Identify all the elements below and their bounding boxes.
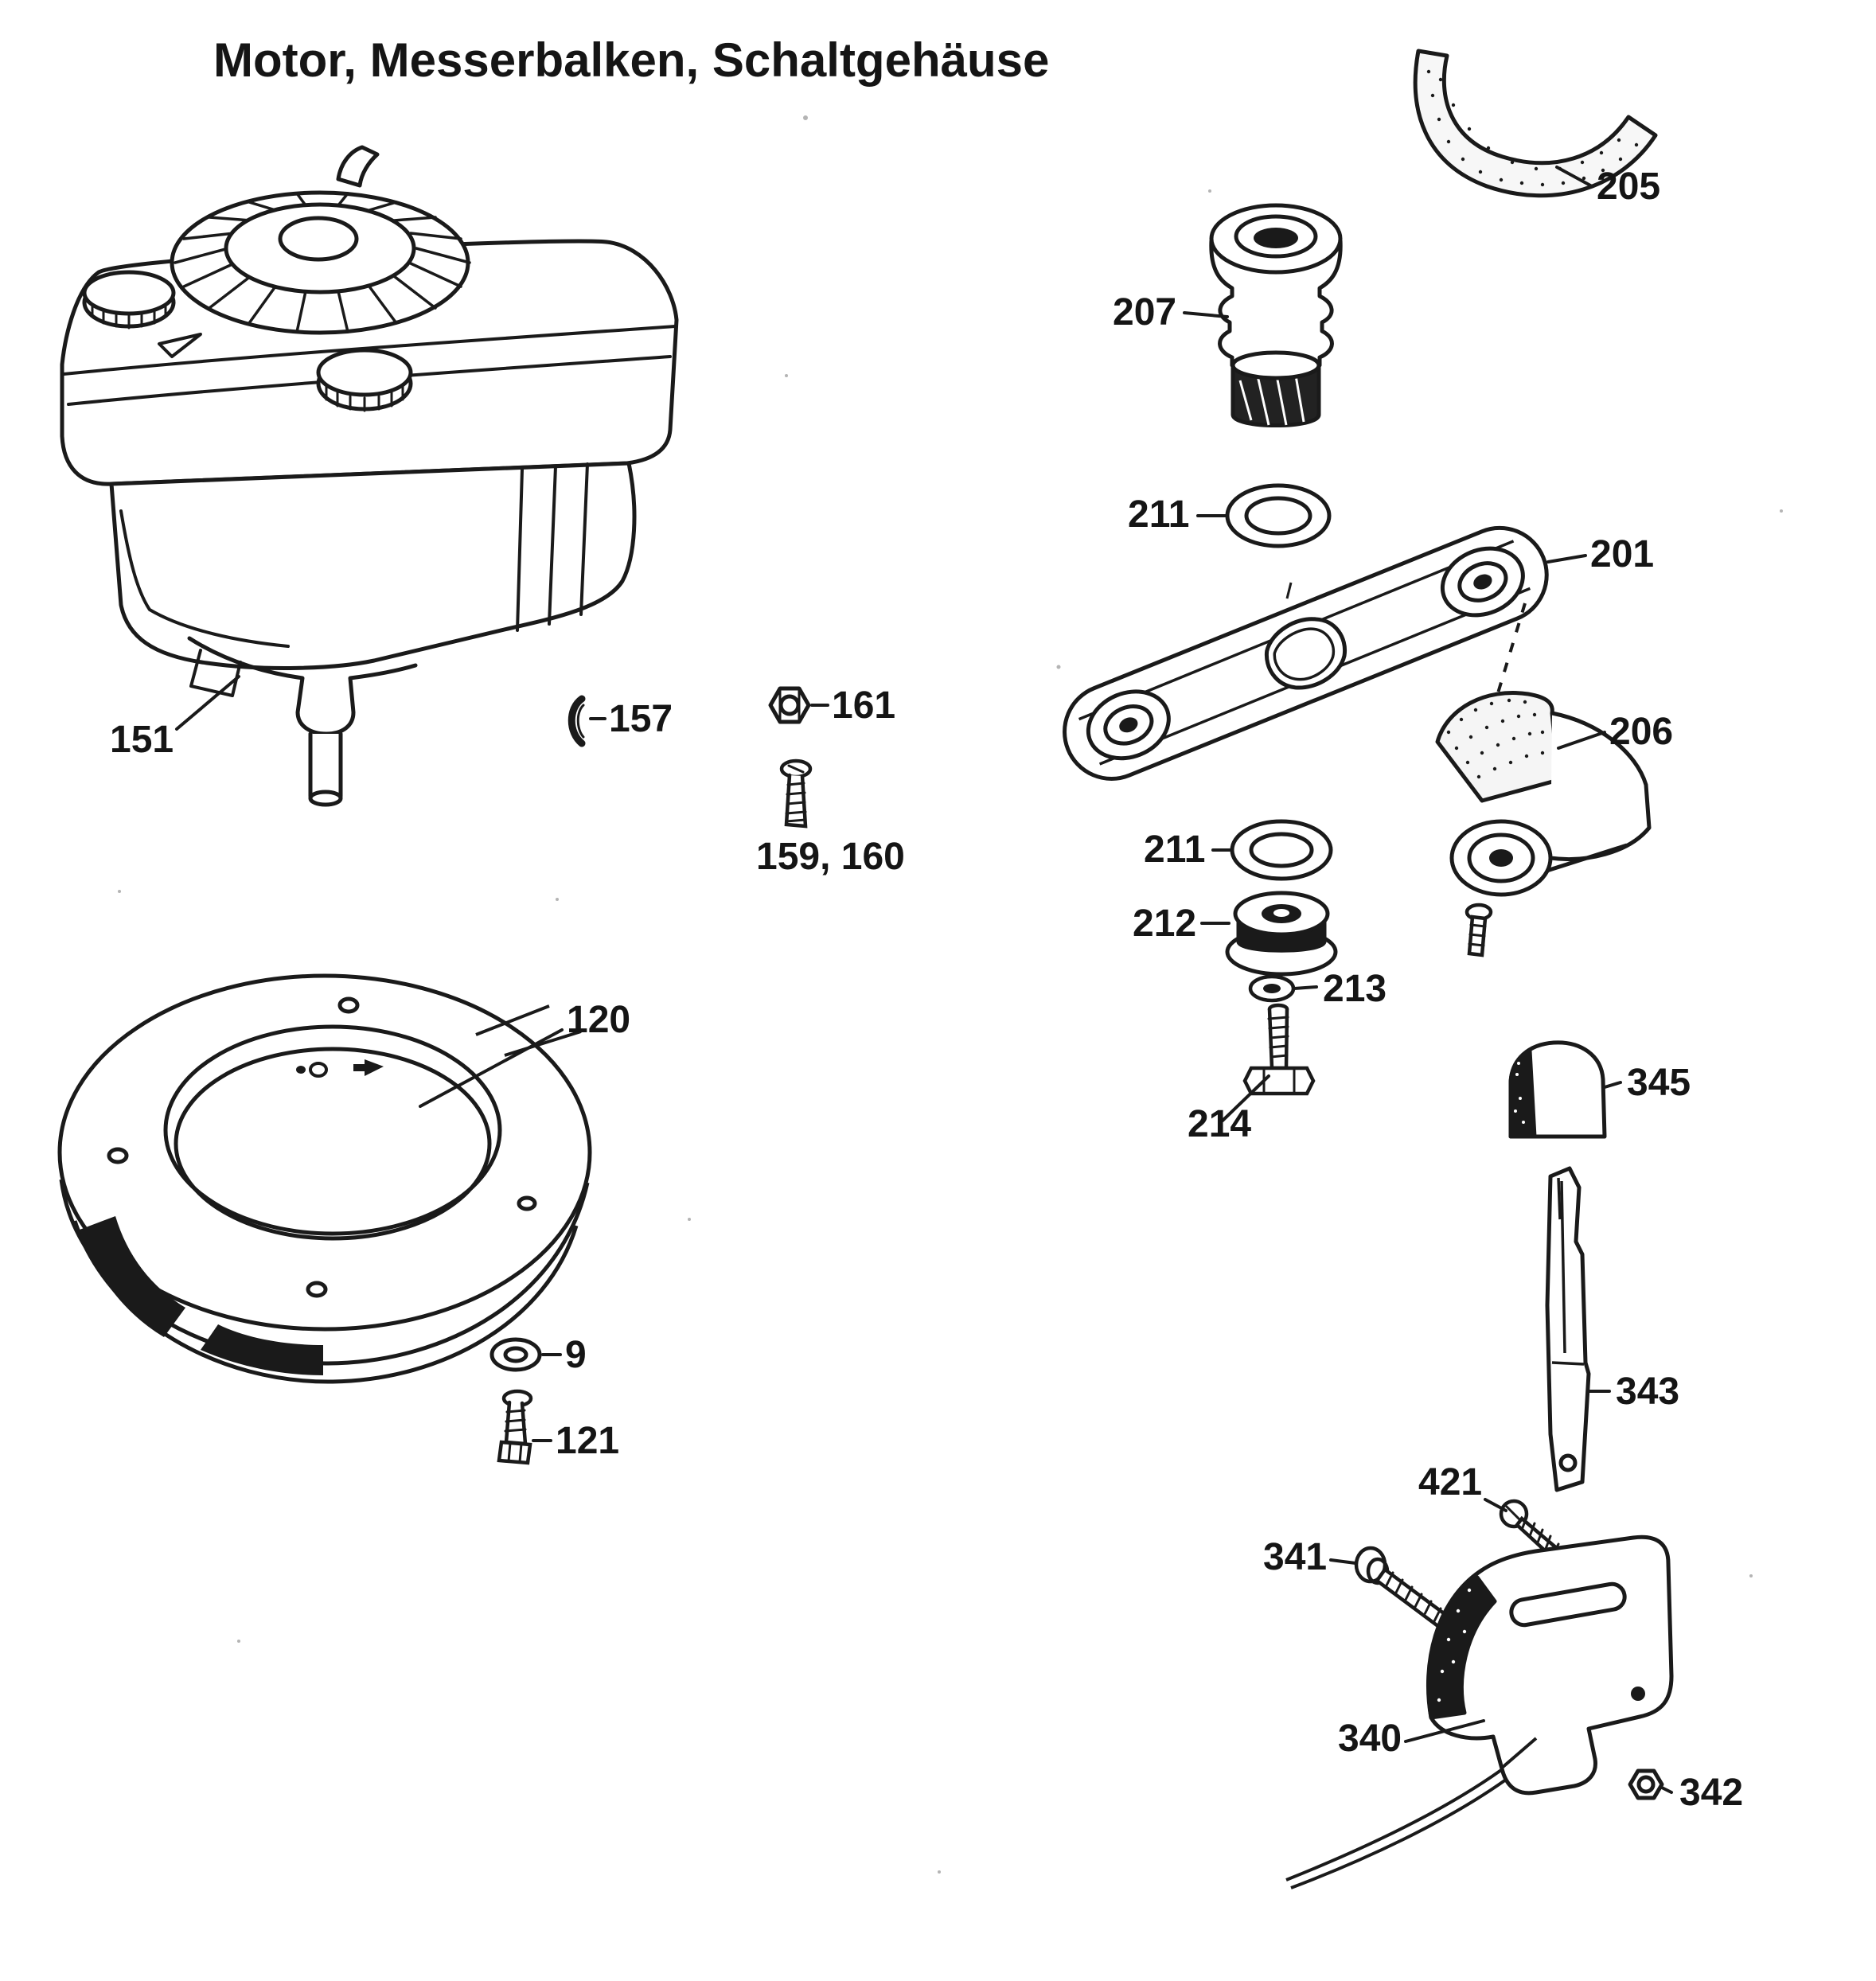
part-label-157: 157 bbox=[609, 698, 673, 740]
part-label-212: 212 bbox=[1133, 903, 1196, 945]
cap-345-drawing bbox=[1508, 1040, 1607, 1139]
assembly-dashed-line bbox=[1493, 602, 1527, 704]
part-label-342: 342 bbox=[1679, 1772, 1743, 1814]
nut-342-drawing bbox=[1628, 1768, 1664, 1800]
part-label-206: 206 bbox=[1609, 711, 1673, 753]
part-label-214: 214 bbox=[1188, 1103, 1251, 1145]
clip-157-drawing bbox=[567, 695, 586, 747]
bolt-214-drawing bbox=[1242, 1003, 1316, 1096]
part-label-213: 213 bbox=[1323, 968, 1387, 1010]
part-label-159-160: 159, 160 bbox=[756, 836, 905, 878]
part-label-9: 9 bbox=[565, 1334, 587, 1376]
part-label-121: 121 bbox=[556, 1420, 619, 1462]
part-label-161: 161 bbox=[832, 684, 895, 727]
part-label-343: 343 bbox=[1616, 1371, 1679, 1413]
washer-211-bottom-drawing bbox=[1230, 819, 1333, 881]
guard-340-drawing bbox=[1285, 1534, 1674, 1889]
leader-line-342 bbox=[1660, 1786, 1673, 1794]
washer-213-drawing bbox=[1248, 974, 1296, 1003]
arm-343-drawing bbox=[1545, 1166, 1591, 1492]
part-label-201: 201 bbox=[1590, 533, 1654, 575]
blade-206-drawing bbox=[1435, 691, 1652, 897]
leader-line-421 bbox=[1484, 1498, 1507, 1512]
part-label-340: 340 bbox=[1338, 1718, 1402, 1760]
leader-line-341 bbox=[1329, 1558, 1357, 1565]
pulley-120-drawing bbox=[57, 973, 592, 1384]
part-label-211b: 211 bbox=[1144, 829, 1205, 871]
part-label-151: 151 bbox=[110, 719, 174, 761]
leader-line-206 bbox=[1557, 731, 1606, 750]
part-label-211a: 211 bbox=[1128, 493, 1189, 536]
screw-159-160-drawing bbox=[779, 758, 813, 829]
part-label-341: 341 bbox=[1263, 1536, 1327, 1578]
leader-line-340 bbox=[1404, 1719, 1485, 1743]
blade-screw-drawing bbox=[1465, 903, 1493, 957]
screw-121-drawing bbox=[497, 1389, 533, 1465]
leader-line-205 bbox=[1555, 166, 1593, 188]
coupling-207-drawing bbox=[1209, 203, 1343, 427]
nut-161-drawing bbox=[768, 686, 811, 724]
part-label-205: 205 bbox=[1597, 166, 1660, 208]
leader-line-214 bbox=[1221, 1074, 1270, 1122]
leader-line-151 bbox=[175, 675, 240, 731]
part-label-421: 421 bbox=[1418, 1461, 1482, 1503]
washer-9-drawing bbox=[489, 1337, 542, 1372]
scan-tick bbox=[1285, 582, 1293, 599]
part-label-120: 120 bbox=[567, 999, 630, 1041]
leader-line-120 bbox=[419, 1028, 564, 1108]
leader-line-345 bbox=[1603, 1081, 1622, 1089]
adapter-212-drawing bbox=[1225, 891, 1338, 977]
diagram-title: Motor, Messerbalken, Schaltgehäuse bbox=[213, 33, 1049, 87]
leader-line-201 bbox=[1546, 554, 1587, 563]
part-label-345: 345 bbox=[1627, 1062, 1691, 1104]
shackle-205-drawing bbox=[1413, 49, 1658, 198]
part-label-207: 207 bbox=[1113, 291, 1176, 333]
blade-bar-201-drawing bbox=[1063, 525, 1549, 781]
leader-line-207 bbox=[1183, 311, 1229, 318]
washer-211-top-drawing bbox=[1225, 483, 1332, 548]
engine-drawing bbox=[60, 145, 679, 807]
leader-line-213 bbox=[1293, 985, 1318, 990]
scan-artifacts bbox=[118, 115, 1783, 1874]
